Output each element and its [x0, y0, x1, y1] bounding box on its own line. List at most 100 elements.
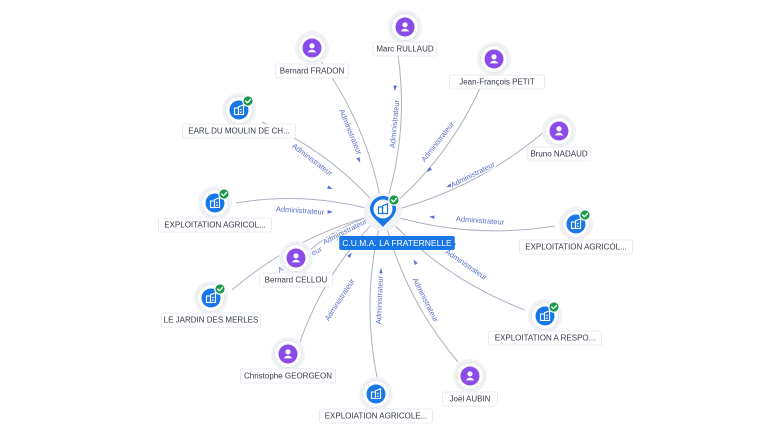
edge-arrow-icon	[426, 167, 432, 173]
node-label: Bruno NADAUD	[530, 150, 588, 159]
center-label: C.U.M.A. LA FRATERNELLE	[342, 238, 452, 248]
building-window	[212, 296, 214, 299]
company-building-icon	[201, 288, 221, 308]
node-jean-francois-petit[interactable]: Jean-François PETIT	[449, 42, 545, 90]
node-label: EXPLOITATION AGRICOL...	[525, 243, 627, 252]
node-joel-aubin[interactable]: Joël AUBIN	[442, 359, 498, 407]
node-marc-rullaud[interactable]: Marc RULLAUD	[372, 10, 438, 57]
node-bruno-nadaud[interactable]: Bruno NADAUD	[526, 114, 592, 162]
edge-line	[382, 212, 556, 232]
node-label-box	[182, 123, 296, 139]
node-label-box	[449, 74, 545, 90]
center-node[interactable]: C.U.M.A. LA FRATERNELLE	[339, 193, 455, 250]
person-icon	[302, 38, 322, 58]
company-building-icon	[535, 306, 555, 326]
edge-label: Administrateur	[276, 204, 325, 216]
building-window	[546, 314, 548, 317]
building-window	[216, 204, 218, 206]
building-block-right	[237, 103, 245, 116]
building-block-right	[209, 291, 217, 304]
edge-arrow-icon	[379, 268, 383, 274]
person-body	[291, 259, 301, 263]
person-icon	[395, 17, 415, 37]
edge-arrow-icon	[413, 259, 418, 265]
company-building-icon	[205, 193, 225, 213]
edge-bernard-fradon: Administrateur	[319, 59, 384, 214]
verified-check-icon	[548, 301, 560, 313]
node-label-box	[275, 63, 349, 79]
person-body	[465, 377, 475, 381]
node-label: Christophe GEORGEON	[244, 372, 332, 381]
person-body	[489, 60, 499, 64]
edge-line	[382, 212, 526, 311]
edge-arrow-icon	[356, 157, 361, 163]
node-label-box	[160, 312, 262, 328]
edge-joel-aubin: Administrateur	[382, 212, 459, 363]
person-icon	[549, 121, 569, 141]
building-block-right	[543, 309, 551, 322]
edge-exploitation-a-respo: Administrateur	[382, 212, 526, 311]
edge-line	[369, 212, 384, 378]
edge-label: Administrateur	[449, 159, 497, 189]
node-exploitation-agricol-left[interactable]: EXPLOITATION AGRICOL...	[158, 186, 272, 233]
verified-check-icon	[218, 188, 230, 200]
node-bernard-cellou[interactable]: Bernard CELLOU	[259, 241, 333, 288]
person-head	[285, 349, 291, 355]
node-label-box	[158, 217, 272, 233]
person-head	[402, 22, 408, 28]
building-block-right	[374, 387, 382, 400]
company-building-icon	[229, 100, 249, 120]
person-icon	[278, 344, 298, 364]
person-icon	[460, 366, 480, 386]
person-head	[556, 126, 562, 132]
node-label: EXPLOITATION AGRICOL...	[164, 221, 266, 230]
node-label-box	[526, 146, 592, 162]
node-label: Jean-François PETIT	[459, 78, 535, 87]
node-bernard-fradon[interactable]: Bernard FRADON	[275, 31, 349, 79]
node-label: Joël AUBIN	[450, 395, 491, 404]
verified-check-icon	[388, 194, 400, 206]
node-christophe-georgeon[interactable]: Christophe GEORGEON	[240, 337, 336, 384]
building-window	[377, 395, 379, 397]
person-head	[467, 371, 473, 377]
edge-line	[382, 212, 459, 363]
node-exploitation-agricol-right[interactable]: EXPLOITATION AGRICOL...	[519, 207, 633, 255]
edge-bruno-nadaud: Administrateur	[382, 130, 546, 214]
edge-arrow-icon	[429, 215, 435, 219]
building-block-right	[574, 217, 582, 230]
building-window	[377, 392, 379, 395]
node-label-box	[259, 272, 333, 288]
node-label-box	[240, 368, 336, 384]
node-label-box	[442, 391, 498, 407]
node-exploitation-a-respo[interactable]: EXPLOITATION A RESPO...	[488, 299, 602, 346]
building-block-right	[213, 196, 221, 209]
edge-label: Administrateur	[456, 214, 505, 227]
node-label: EARL DU MOULIN DE CH...	[188, 127, 290, 136]
edge-arrow-icon	[335, 236, 341, 241]
edge-label: Administrateur	[374, 275, 385, 324]
building-window	[240, 108, 242, 111]
node-label-box	[519, 239, 633, 255]
building-window	[577, 222, 579, 225]
node-exploiation-agricole-bottom[interactable]: EXPLOIATION AGRICOLE...	[319, 377, 433, 424]
person-head	[293, 253, 299, 259]
node-earl-du-moulin[interactable]: EARL DU MOULIN DE CH...	[182, 93, 296, 139]
edge-marc-rullaud: Administrateur	[382, 54, 403, 214]
building-window	[216, 201, 218, 204]
verified-check-icon	[579, 209, 591, 221]
node-label: Bernard CELLOU	[265, 276, 328, 285]
center-label-box	[339, 236, 455, 250]
verified-check-icon	[242, 95, 254, 107]
nodes-layer: Marc RULLAUD Bernard FRADON Jean-François …	[158, 10, 633, 424]
node-label: Marc RULLAUD	[376, 45, 434, 54]
person-icon	[484, 49, 504, 69]
edge-label: Administrateur	[419, 119, 456, 163]
person-icon	[286, 248, 306, 268]
edge-label: Administrateur	[444, 247, 489, 282]
edge-line	[382, 130, 546, 214]
person-body	[307, 49, 317, 53]
node-label-box	[488, 330, 602, 346]
person-body	[400, 28, 410, 32]
node-le-jardin-des-merles[interactable]: LE JARDIN DES MERLES	[160, 281, 262, 328]
edge-arrow-icon	[446, 183, 452, 188]
